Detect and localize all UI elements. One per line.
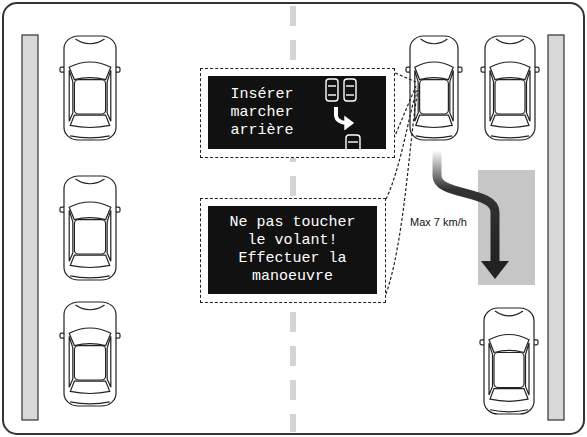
display-callout: Insérer marcher arrière: [200, 68, 395, 158]
cars: [60, 36, 539, 414]
display-screen: Insérer marcher arrière: [208, 76, 386, 149]
parking-space: [478, 170, 535, 285]
frame-border: [3, 3, 584, 434]
car: [60, 36, 120, 140]
display-message: Ne pas toucher le volant! Effectuer la m…: [218, 214, 368, 286]
arrow-head: [481, 261, 509, 279]
maneuver-arrow: [437, 150, 495, 262]
display-message: Insérer marcher arrière: [220, 86, 304, 140]
car: [60, 302, 120, 406]
curb-right: [548, 35, 564, 420]
car: [481, 36, 539, 140]
curb-left: [22, 35, 38, 420]
display-screen: Ne pas toucher le volant! Effectuer la m…: [208, 206, 377, 294]
car: [406, 36, 462, 140]
display-callout: Ne pas toucher le volant! Effectuer la m…: [200, 198, 386, 303]
speed-limit-label: Max 7 km/h: [408, 216, 469, 228]
car: [480, 308, 538, 414]
car: [60, 176, 120, 280]
